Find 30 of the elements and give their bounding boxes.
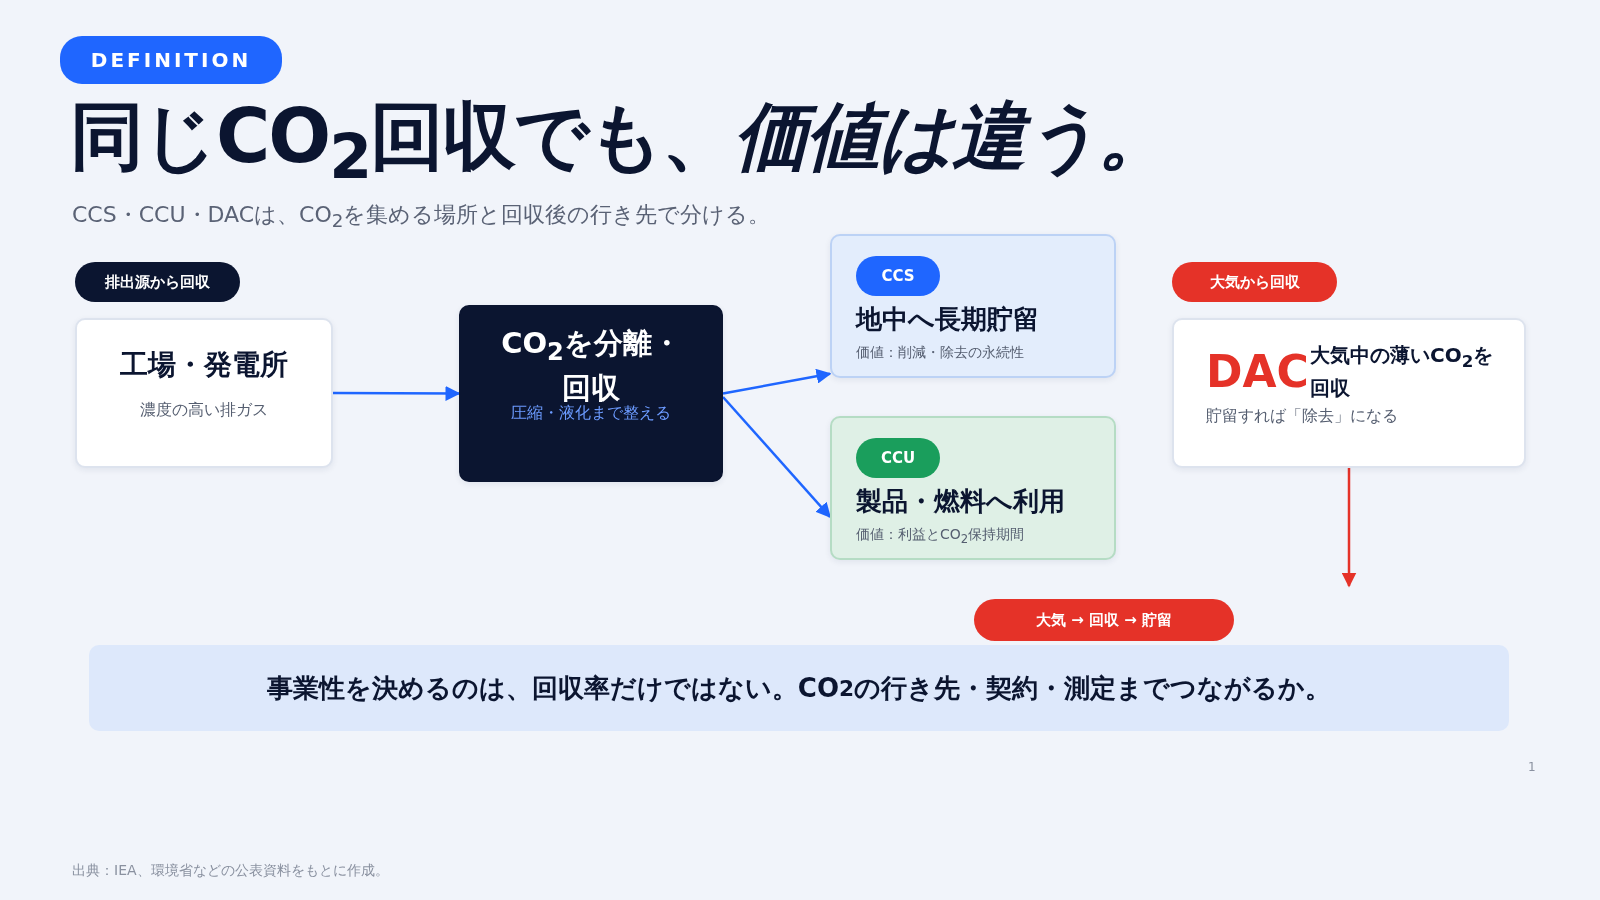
card-heading: DAC xyxy=(1206,346,1309,397)
process-card xyxy=(459,305,723,482)
card-heading: 工場・発電所 xyxy=(119,347,289,383)
arrow xyxy=(333,385,461,401)
outcome-card xyxy=(830,416,1116,560)
category-tag: 大気から回収 xyxy=(1172,262,1337,302)
outcome-card xyxy=(830,234,1116,378)
source-card xyxy=(1172,318,1526,468)
category-tag: CCS xyxy=(856,256,940,296)
arrow xyxy=(722,396,831,518)
page-number: 1 xyxy=(1528,760,1536,774)
subtitle: CCS・CCU・DACは、CO$_{2}$を集める場所と回収後の行き先で分ける。 xyxy=(72,201,771,232)
card-subtext: 価値：利益とCO$_{2}$保持期間 xyxy=(856,526,1025,546)
section-tag: DEFINITION xyxy=(60,36,282,84)
category-tag: 排出源から回収 xyxy=(75,262,240,302)
arrow xyxy=(722,368,832,395)
category-tag: CCU xyxy=(856,438,940,478)
card-heading: 製品・燃料へ利用 xyxy=(856,485,1065,518)
arrow xyxy=(1341,468,1357,588)
card-subtext: 圧縮・液化まで整える xyxy=(510,403,672,424)
slide-title: 同じCO$_{2}$回収でも、価値は違う。 xyxy=(70,92,1171,193)
card-heading: CO$_{2}$を分離・回収 xyxy=(500,325,682,405)
card-text: 大気中の薄いCO$_{2}$を回収 xyxy=(1310,342,1495,401)
source-card xyxy=(75,318,333,468)
card-subtext: 貯留すれば「除去」になる xyxy=(1206,406,1398,427)
card-subtext: 価値：削減・除去の永続性 xyxy=(856,344,1024,362)
card-heading: 地中へ長期貯留 xyxy=(856,303,1039,336)
flow-tag: 大気 → 回収 → 貯留 xyxy=(974,599,1234,641)
card-subtext: 濃度の高い排ガス xyxy=(139,400,269,421)
source-note: 出典：IEA、環境省などの公表資料をもとに作成。 xyxy=(72,862,389,880)
